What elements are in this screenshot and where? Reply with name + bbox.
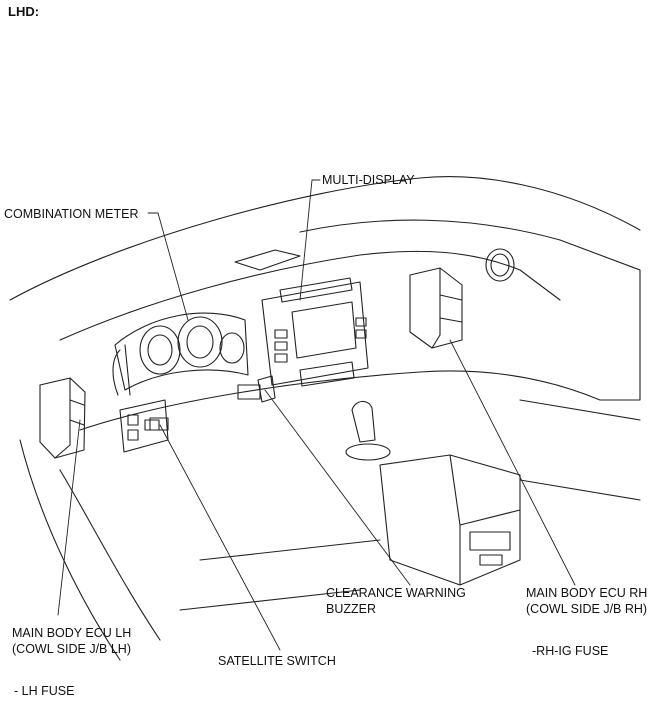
gear-shifter-drawing — [345, 400, 391, 461]
label-main-body-ecu-rh-1: MAIN BODY ECU RH — [526, 586, 648, 600]
center-console-drawing — [379, 454, 521, 586]
multi-display-drawing — [261, 277, 369, 387]
floor-line — [59, 469, 161, 641]
label-clearance-warning-2: BUZZER — [326, 602, 376, 616]
page-title: LHD: — [8, 4, 40, 19]
label-main-body-ecu-rh-2: (COWL SIDE J/B RH) — [526, 602, 648, 616]
label-multi-display: MULTI-DISPLAY — [322, 173, 415, 187]
leader-lines — [57, 179, 576, 651]
label-rh-ig-fuse: -RH-IG FUSE — [532, 644, 609, 658]
roof-edge — [299, 219, 561, 241]
defroster-vent — [234, 249, 301, 271]
label-satellite-switch: SATELLITE SWITCH — [218, 654, 336, 668]
satellite-switch-drawing — [149, 417, 169, 431]
label-main-body-ecu-lh-1: MAIN BODY ECU LH — [12, 626, 132, 640]
main-body-ecu-rh-drawing — [409, 267, 463, 349]
label-main-body-ecu-lh-2: (COWL SIDE J/B LH) — [12, 642, 131, 656]
label-combination-meter: COMBINATION METER — [4, 207, 139, 221]
buzzer-drawing — [257, 375, 276, 403]
main-body-ecu-lh-drawing — [39, 377, 86, 459]
label-clearance-warning-1: CLEARANCE WARNING — [326, 586, 466, 600]
dashboard-top — [59, 250, 561, 341]
label-lh-fuse: - LH FUSE — [14, 684, 75, 698]
switch-panel-drawing — [119, 384, 261, 453]
right-door — [559, 239, 641, 401]
dashboard-lower — [79, 370, 601, 431]
right-air-vent — [485, 248, 515, 282]
windshield-outline — [9, 176, 641, 301]
combination-meter-drawing — [112, 312, 249, 396]
